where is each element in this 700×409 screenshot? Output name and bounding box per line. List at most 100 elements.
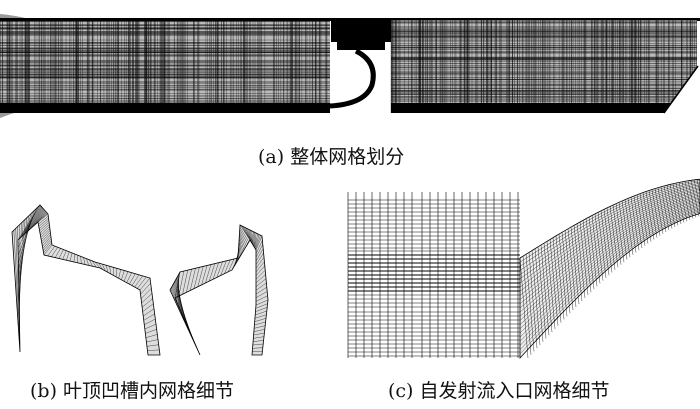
- mesh-line: [24, 207, 43, 235]
- mesh-line: [528, 252, 538, 349]
- mesh-line: [91, 260, 97, 268]
- mesh-line: [519, 200, 700, 321]
- mesh-line: [17, 204, 41, 241]
- outlet-edge: [663, 65, 699, 114]
- mesh-line: [201, 265, 208, 285]
- mesh-line: [25, 208, 44, 233]
- mesh-line: [137, 276, 147, 289]
- mesh-line: [255, 291, 268, 298]
- mesh-line: [519, 181, 700, 267]
- mesh-line: [537, 246, 547, 339]
- mesh-line: [519, 197, 700, 313]
- groove-lip: [337, 42, 385, 50]
- mesh-line: [69, 252, 73, 262]
- mesh-line: [519, 190, 700, 292]
- mesh-line: [141, 293, 153, 304]
- mesh-line: [205, 264, 212, 284]
- caption-c: (c) 自发射流入口网格细节: [388, 380, 610, 402]
- mesh-line: [186, 269, 192, 293]
- mesh-line: [519, 193, 700, 300]
- mesh-line: [239, 233, 246, 249]
- mesh-line: [519, 211, 700, 354]
- mesh-line: [29, 210, 45, 230]
- mesh-line: [131, 274, 140, 286]
- mesh-line: [255, 248, 264, 262]
- mesh-line: [94, 261, 101, 269]
- mesh-line: [144, 318, 156, 325]
- mesh-line: [255, 261, 265, 273]
- mesh-line: [254, 325, 266, 329]
- mesh-line: [522, 256, 532, 355]
- mesh-line: [255, 257, 265, 269]
- mesh-line: [115, 268, 118, 277]
- mesh-line: [250, 230, 253, 245]
- mesh-line: [15, 228, 20, 338]
- mesh-line: [519, 184, 700, 275]
- mesh-line: [255, 270, 266, 280]
- mesh-line: [253, 332, 265, 336]
- mesh-line: [21, 206, 42, 237]
- mesh-line: [255, 307, 268, 312]
- mesh-line: [681, 181, 691, 220]
- mesh-line: [146, 344, 159, 347]
- mesh-line: [27, 209, 44, 232]
- mesh-line: [519, 186, 700, 279]
- mesh-line: [40, 226, 50, 236]
- caption-a: (a) 整体网格划分: [258, 146, 405, 168]
- mesh-line: [145, 329, 157, 334]
- mesh-line: [519, 204, 700, 334]
- caption-b: (b) 叶顶凹槽内网格细节: [30, 380, 235, 402]
- mesh-line: [248, 229, 253, 245]
- mesh-line: [13, 230, 21, 345]
- jet-pipe: [519, 178, 700, 360]
- mesh-line: [519, 203, 700, 329]
- mesh-line: [239, 231, 247, 247]
- mesh-line: [19, 205, 41, 239]
- mesh-line: [519, 207, 700, 342]
- mesh-line: [89, 259, 93, 267]
- mesh-line: [255, 244, 263, 258]
- mesh-line: [41, 230, 51, 240]
- mesh-line: [253, 232, 255, 247]
- mesh-line: [254, 318, 267, 322]
- mesh-surface: [11, 204, 161, 356]
- mesh-line: [675, 183, 685, 223]
- mesh-line: [140, 283, 151, 295]
- mesh-line: [254, 233, 257, 248]
- mesh-line: [32, 211, 46, 227]
- groove-block: [331, 18, 391, 42]
- mesh-line: [693, 179, 700, 208]
- mesh-line: [121, 270, 125, 280]
- mesh-line: [534, 248, 544, 342]
- mesh-line: [696, 179, 700, 194]
- mesh-line: [40, 228, 50, 238]
- mesh-line: [193, 267, 200, 289]
- mesh-line: [546, 241, 556, 329]
- mesh-line: [687, 180, 697, 218]
- mesh-line: [140, 288, 152, 299]
- mesh-line: [255, 252, 264, 265]
- mesh-line: [102, 264, 106, 272]
- mesh-line: [519, 257, 529, 359]
- mesh-line: [41, 234, 51, 245]
- mesh-line: [126, 272, 132, 283]
- mesh-line: [134, 275, 143, 288]
- mesh-line: [109, 266, 111, 274]
- mesh-line: [31, 210, 46, 229]
- mesh-line: [58, 249, 64, 259]
- mesh-line: [255, 274, 266, 284]
- mesh-line: [236, 249, 239, 263]
- mesh-line: [519, 201, 700, 325]
- mesh-line: [98, 262, 103, 270]
- mesh-line: [39, 222, 50, 231]
- mesh-line: [43, 242, 52, 253]
- mesh-line: [23, 207, 43, 236]
- mesh-line: [519, 210, 700, 350]
- mesh-line: [543, 243, 553, 333]
- mesh-line: [176, 277, 184, 318]
- mesh-line: [43, 240, 52, 251]
- mesh-line: [253, 340, 264, 342]
- mesh-line: [41, 232, 51, 242]
- mesh-line: [237, 246, 239, 261]
- mesh-line: [73, 254, 76, 262]
